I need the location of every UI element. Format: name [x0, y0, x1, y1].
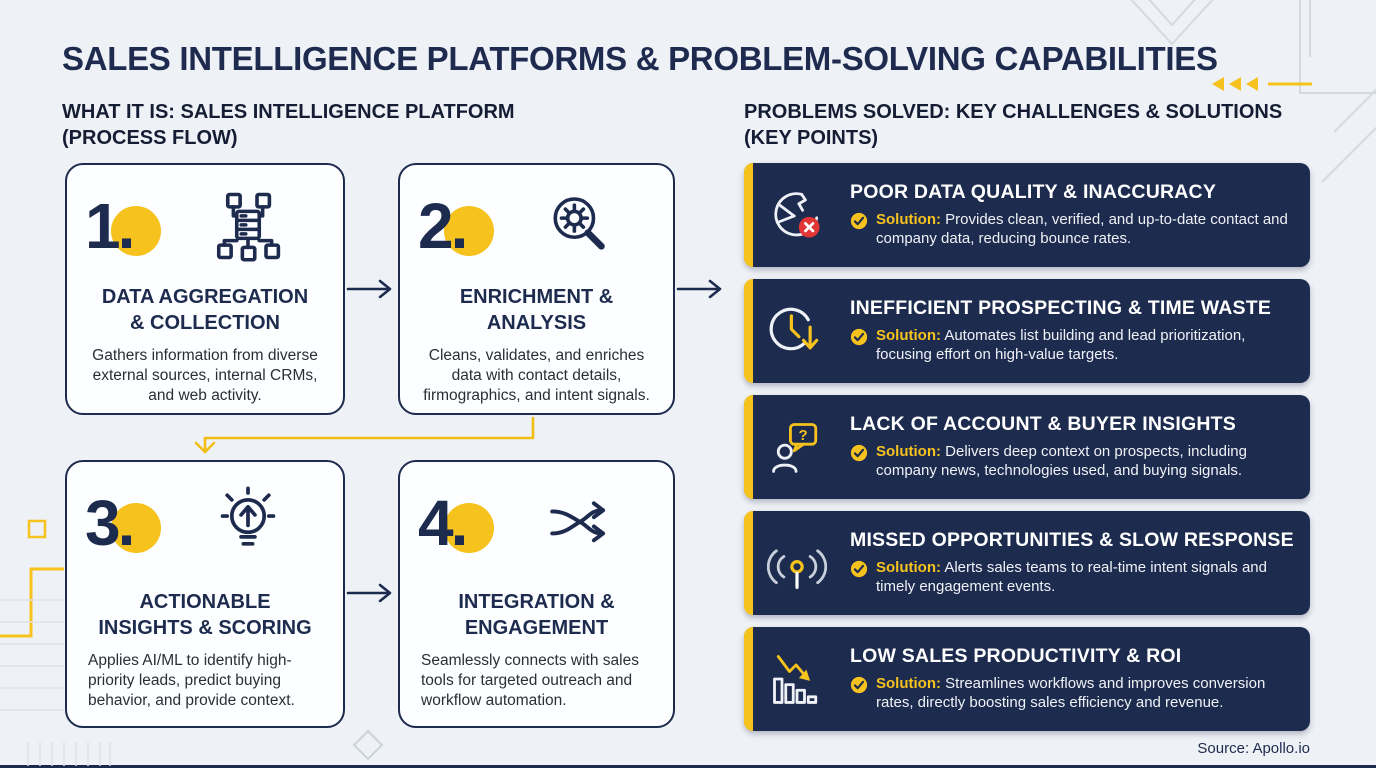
lightbulb-up-arrow-icon [175, 486, 321, 560]
step-number-badge: 1. [83, 186, 175, 266]
yellow-accent-bar [744, 163, 753, 267]
right-heading-line1: PROBLEMS SOLVED: KEY CHALLENGES & SOLUTI… [744, 101, 1283, 123]
diamond-decoration [352, 729, 384, 761]
step-number-badge: 4. [416, 483, 508, 563]
yellow-circle [111, 206, 161, 256]
solution-label: Solution: [876, 558, 941, 576]
problem-card-productivity: LOW SALES PRODUCTIVITY & ROI Solution: S… [744, 627, 1310, 731]
yellow-connector-line [203, 416, 535, 452]
diagonal-decoration [1333, 88, 1376, 133]
right-section-heading: PROBLEMS SOLVED: KEY CHALLENGES & SOLUTI… [744, 99, 1282, 151]
magnifier-gear-icon [508, 190, 651, 262]
step-number: 1. [85, 190, 135, 262]
yellow-chevron-icon [1246, 77, 1258, 91]
yellow-connector-arrowhead-icon [194, 441, 216, 454]
yellow-chevron-icon [1212, 77, 1224, 91]
left-heading-line2: (PROCESS FLOW) [62, 127, 238, 149]
source-note: Source: Apollo.io [1197, 740, 1310, 757]
yellow-accent-bar [744, 395, 753, 499]
problem-card-insights: ? LACK OF ACCOUNT & BUYER INSIGHTS Solut… [744, 395, 1310, 499]
step-title: ENRICHMENT & ANALYSIS [459, 286, 614, 334]
step-card-insights: 3. ACTIONABLE INSIGHTS & SCORING Applies… [65, 460, 345, 728]
chevron-decoration [1130, 0, 1214, 46]
left-heading-line1: WHAT IT IS: SALES INTELLIGENCE PLATFORM [62, 101, 515, 123]
step-description: Seamlessly connects with sales tools for… [421, 652, 639, 709]
step-title: DATA AGGREGATION & COLLECTION [101, 286, 309, 334]
svg-text:?: ? [799, 427, 808, 444]
shuffle-arrows-icon [508, 486, 651, 560]
right-heading-line2: (KEY POINTS) [744, 127, 879, 149]
chevron-decoration [1148, 0, 1196, 27]
problem-title: LACK OF ACCOUNT & BUYER INSIGHTS [850, 413, 1236, 436]
yellow-circle [111, 503, 161, 553]
step-number: 2. [418, 190, 468, 262]
clock-down-arrow-icon [744, 279, 850, 383]
flow-arrowhead-icon [378, 583, 392, 603]
problem-title: MISSED OPPORTUNITIES & SLOW RESPONSE [850, 529, 1294, 552]
yellow-chevron-icon [1229, 77, 1241, 91]
check-circle-icon [850, 212, 868, 229]
person-question-bubble-icon: ? [744, 395, 850, 499]
solution-text: Solution: Streamlines workflows and impr… [876, 674, 1266, 711]
yellow-circle [444, 503, 494, 553]
broadcast-signal-icon [744, 511, 850, 615]
problem-title: INEFFICIENT PROSPECTING & TIME WASTE [850, 297, 1272, 320]
solution-label: Solution: [876, 442, 941, 460]
step-card-integration: 4. INTEGRATION & ENGAGEMENT Seamlessly c… [398, 460, 675, 728]
check-circle-icon [850, 676, 868, 693]
solution-text: Solution: Delivers deep context on prosp… [876, 442, 1247, 479]
step-number-badge: 3. [83, 483, 175, 563]
yellow-elbow-decoration [0, 567, 64, 638]
step-description: Applies AI/ML to identify high-priority … [88, 652, 295, 709]
yellow-square-decoration [27, 519, 47, 539]
step-description: Cleans, validates, and enriches data wit… [423, 347, 650, 404]
step-number: 3. [85, 487, 135, 559]
yellow-accent-bar [744, 279, 753, 383]
rectangle-decoration [1299, 0, 1376, 94]
problem-card-prospecting: INEFFICIENT PROSPECTING & TIME WASTE Sol… [744, 279, 1310, 383]
yellow-accent-bar [744, 627, 753, 731]
flow-arrowhead-icon [378, 279, 392, 299]
broken-pie-chart-icon [744, 163, 850, 267]
declining-bar-chart-icon [744, 627, 850, 731]
page-title: SALES INTELLIGENCE PLATFORMS & PROBLEM-S… [62, 40, 1218, 77]
problem-card-missed-opportunities: MISSED OPPORTUNITIES & SLOW RESPONSE Sol… [744, 511, 1310, 615]
yellow-circle [444, 206, 494, 256]
step-number-badge: 2. [416, 186, 508, 266]
step-number: 4. [418, 487, 468, 559]
problem-card-data-quality: POOR DATA QUALITY & INACCURACY Solution:… [744, 163, 1310, 267]
solution-text: Solution: Automates list building and le… [876, 326, 1246, 363]
step-title: ACTIONABLE INSIGHTS & SCORING [98, 591, 312, 639]
step-card-enrichment: 2. ENRICHMENT & ANALYSIS Cleans, validat… [398, 163, 675, 415]
problem-title: LOW SALES PRODUCTIVITY & ROI [850, 645, 1182, 668]
bottom-bar-decoration [0, 765, 1376, 768]
step-description: Gathers information from diverse externa… [92, 347, 318, 404]
check-circle-icon [850, 560, 868, 577]
yellow-accent-bar [744, 511, 753, 615]
flow-arrowhead-icon [708, 279, 722, 299]
problem-title: POOR DATA QUALITY & INACCURACY [850, 181, 1217, 204]
solution-label: Solution: [876, 210, 941, 228]
left-section-heading: WHAT IT IS: SALES INTELLIGENCE PLATFORM … [62, 99, 515, 151]
server-network-icon [175, 190, 321, 262]
step-card-data-aggregation: 1. DATA AGGREGATION & COLLECTION Gathers… [65, 163, 345, 415]
check-circle-icon [850, 444, 868, 461]
solution-label: Solution: [876, 674, 941, 692]
step-title: INTEGRATION & ENGAGEMENT [458, 591, 615, 639]
check-circle-icon [850, 328, 868, 345]
diagonal-decoration [1321, 126, 1376, 183]
solution-text: Solution: Provides clean, verified, and … [876, 210, 1288, 247]
solution-text: Solution: Alerts sales teams to real-tim… [876, 558, 1267, 595]
solution-label: Solution: [876, 326, 941, 344]
